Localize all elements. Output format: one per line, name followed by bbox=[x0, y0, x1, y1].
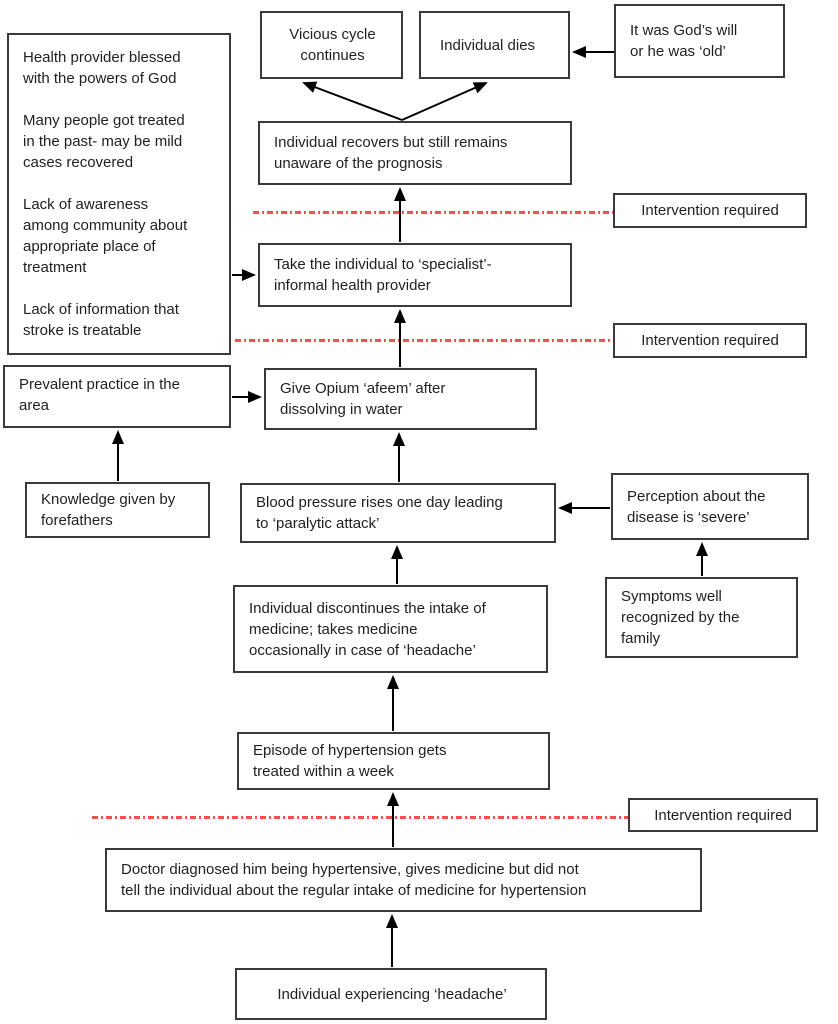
node-symptoms-recognized: Symptoms well recognized by the family bbox=[605, 577, 798, 658]
intervention-required-label-2: Intervention required bbox=[613, 323, 807, 358]
node-vicious-cycle: Vicious cycle continues bbox=[260, 11, 403, 79]
node-episode-treated: Episode of hypertension gets treated wit… bbox=[237, 732, 550, 790]
node-knowledge-forefathers: Knowledge given by forefathers bbox=[25, 482, 210, 538]
node-prevalent-practice: Prevalent practice in the area bbox=[3, 365, 231, 428]
intervention-required-label-3: Intervention required bbox=[628, 798, 818, 832]
intervention-divider-line-2 bbox=[235, 339, 613, 342]
arrow-recovers-to-individual-dies bbox=[401, 82, 488, 121]
intervention-divider-line-3 bbox=[92, 816, 628, 819]
belief-paragraph: Health provider blessed with the powers … bbox=[23, 49, 181, 87]
node-individual-dies: Individual dies bbox=[419, 11, 570, 79]
node-perception-severe: Perception about the disease is ‘severe’ bbox=[611, 473, 809, 540]
node-individual-headache: Individual experiencing ‘headache’ bbox=[235, 968, 547, 1020]
node-take-to-specialist: Take the individual to ‘specialist’- inf… bbox=[258, 243, 572, 307]
node-discontinues-medicine: Individual discontinues the intake of me… bbox=[233, 585, 548, 673]
node-give-opium: Give Opium ‘afeem’ after dissolving in w… bbox=[264, 368, 537, 430]
intervention-divider-line-1 bbox=[253, 211, 613, 214]
node-gods-will: It was God’s will or he was ‘old’ bbox=[614, 4, 785, 78]
belief-paragraph: Many people got treated in the past- may… bbox=[23, 112, 185, 171]
arrow-recovers-to-vicious-cycle bbox=[302, 81, 403, 121]
node-blood-pressure-rises: Blood pressure rises one day leading to … bbox=[240, 483, 556, 543]
belief-paragraph: Lack of information that stroke is treat… bbox=[23, 301, 179, 339]
intervention-required-label-1: Intervention required bbox=[613, 193, 807, 228]
node-individual-recovers: Individual recovers but still remains un… bbox=[258, 121, 572, 185]
node-doctor-diagnosed: Doctor diagnosed him being hypertensive,… bbox=[105, 848, 702, 912]
belief-paragraph: Lack of awareness among community about … bbox=[23, 196, 188, 276]
node-community-beliefs: Health provider blessed with the powers … bbox=[7, 33, 231, 355]
